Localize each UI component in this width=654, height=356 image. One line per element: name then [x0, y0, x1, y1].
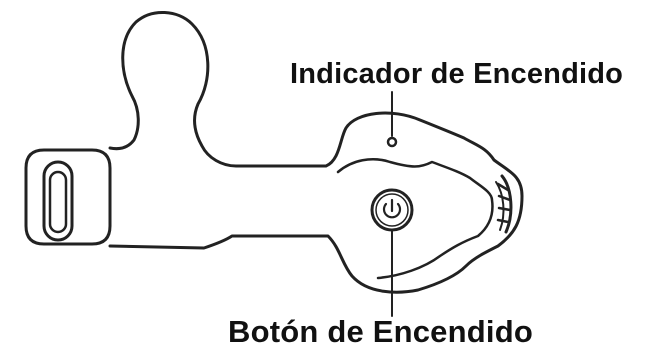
power-button-label: Botón de Encendido — [228, 314, 533, 349]
power-indicator-label: Indicador de Encendido — [290, 58, 624, 90]
power-indicator-light — [386, 136, 398, 148]
side-grip-ridge-3 — [497, 206, 512, 212]
power-icon — [382, 198, 402, 219]
device-body-outline — [108, 10, 524, 294]
side-grip-ridge-2 — [497, 194, 512, 202]
side-grip-ridge-1 — [496, 182, 510, 192]
strap-end-outline — [24, 148, 112, 246]
side-grip-inner — [495, 181, 505, 231]
hub-inner-contour — [336, 158, 494, 280]
strap-slot-inner — [48, 170, 68, 234]
power-button-inner — [375, 193, 409, 227]
strap-slot-outer — [42, 160, 74, 242]
side-grip-outer — [500, 174, 513, 234]
